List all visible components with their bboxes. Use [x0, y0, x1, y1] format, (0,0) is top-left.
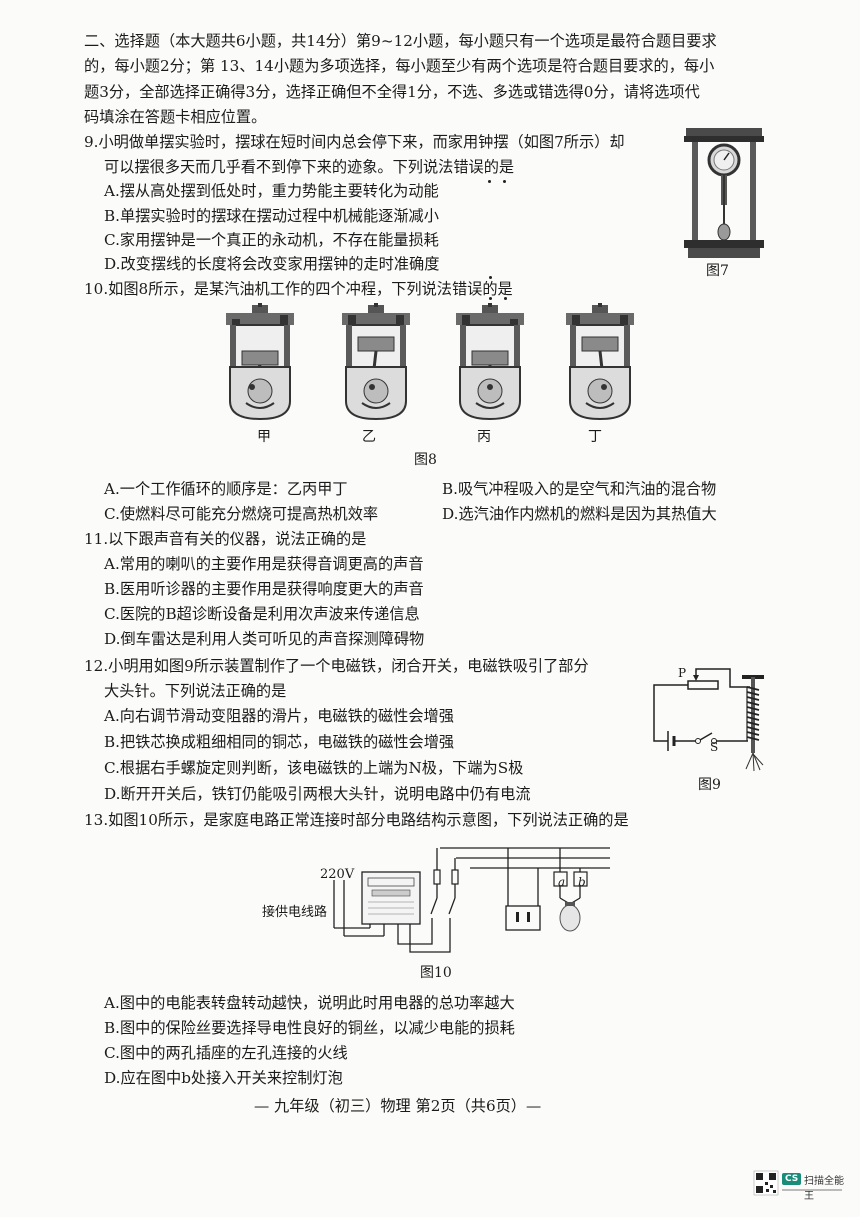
figure-8-caption: 图8	[414, 452, 437, 468]
point-a-label: a	[558, 875, 566, 889]
q11-option-c: C.医院的B超诊断设备是利用次声波来传递信息	[104, 605, 420, 623]
q12-option-d: D.断开开关后，铁钉仍能吸引两根大头针，说明电路中仍有电流	[104, 785, 531, 803]
q13-option-b: B.图中的保险丝要选择导电性良好的铜丝，以减少电能的损耗	[104, 1019, 515, 1037]
voltage-label: 220V	[320, 867, 355, 882]
engine-stroke-diagram	[566, 303, 634, 421]
q10-stem: 10.如图8所示，是某汽油机工作的四个冲程，下列说法错误的是	[84, 280, 513, 298]
section-header-line: 题3分，全部选择正确得3分，选择正确但不全得1分，不选、多选或错选得0分，请将选…	[84, 83, 700, 101]
engine-stroke-diagram	[456, 303, 524, 421]
q10-option-d: D.选汽油作内燃机的燃料是因为其热值大	[442, 505, 717, 523]
q11-stem: 11.以下跟声音有关的仪器，说法正确的是	[84, 530, 367, 548]
pendulum-clock-figure	[684, 128, 764, 258]
emphasis-dot	[489, 276, 492, 279]
q9-stem-line: 可以摆很多天而几乎看不到停下来的迹象。下列说法错误的是	[104, 158, 515, 176]
section-header-line: 二、选择题（本大题共6小题，共14分）第9~12小题，每小题只有一个选项是最符合…	[84, 32, 717, 50]
q10-option-c: C.使燃料尽可能充分燃烧可提高热机效率	[104, 505, 379, 523]
emphasis-dot	[504, 297, 507, 300]
engine-stroke-diagram	[226, 303, 294, 421]
q12-option-b: B.把铁芯换成粗细相同的铜芯，电磁铁的磁性会增强	[104, 733, 455, 751]
stroke-label: 丁	[588, 429, 602, 445]
supply-label: 接供电线路	[262, 905, 328, 920]
emphasis-dot	[489, 297, 492, 300]
household-circuit-figure	[333, 847, 610, 953]
q9-stem-line: 9.小明做单摆实验时，摆球在短时间内总会停下来，而家用钟摆（如图7所示）却	[84, 133, 625, 151]
q13-stem: 13.如图10所示，是家庭电路正常连接时部分电路结构示意图，下列说法正确的是	[84, 811, 629, 829]
q9-option-a: A.摆从高处摆到低处时，重力势能主要转化为动能	[104, 182, 439, 200]
switch-label-s: S	[710, 740, 719, 754]
q9-option-d: D.改变摆线的长度将会改变家用摆钟的走时准确度	[104, 255, 440, 273]
scanner-badge: CS 扫描全能王	[753, 1169, 844, 1203]
scanner-name: 扫描全能王	[804, 1176, 844, 1202]
qr-code-icon	[753, 1170, 779, 1196]
q12-option-a: A.向右调节滑动变阻器的滑片，电磁铁的磁性会增强	[104, 707, 454, 725]
slider-label-p: P	[678, 666, 687, 680]
q13-option-c: C.图中的两孔插座的左孔连接的火线	[104, 1044, 348, 1062]
section-header-line: 的，每小题2分；第 13、14小题为多项选择，每小题至少有两个选项是符合题目要求…	[84, 57, 715, 75]
q13-option-a: A.图中的电能表转盘转动越快，说明此时用电器的总功率越大	[104, 994, 515, 1012]
page-footer: — 九年级（初三）物理 第2页（共6页）—	[254, 1097, 542, 1115]
stroke-label: 丙	[477, 429, 491, 445]
point-b-label: b	[578, 875, 586, 889]
q10-option-b: B.吸气冲程吸入的是空气和汽油的混合物	[442, 480, 717, 498]
electromagnet-circuit-figure	[653, 668, 764, 772]
stroke-label: 乙	[362, 429, 376, 445]
stroke-label: 甲	[257, 429, 271, 445]
q12-stem-line: 12.小明用如图9所示装置制作了一个电磁铁，闭合开关，电磁铁吸引了部分	[84, 657, 589, 675]
engine-stroke-diagram	[342, 303, 410, 421]
q12-stem-line: 大头针。下列说法正确的是	[104, 682, 287, 700]
q9-option-b: B.单摆实验时的摆球在摆动过程中机械能逐渐减小	[104, 207, 439, 225]
q10-option-a: A.一个工作循环的顺序是：乙丙甲丁	[104, 480, 348, 498]
scanner-tagline-bar	[782, 1189, 842, 1191]
q11-option-a: A.常用的喇叭的主要作用是获得音调更高的声音	[104, 555, 424, 573]
q11-option-d: D.倒车雷达是利用人类可听见的声音探测障碍物	[104, 630, 425, 648]
section-header-line: 码填涂在答题卡相应位置。	[84, 108, 267, 126]
q9-option-c: C.家用摆钟是一个真正的永动机，不存在能量损耗	[104, 231, 439, 249]
q11-option-b: B.医用听诊器的主要作用是获得响度更大的声音	[104, 580, 424, 598]
figure-9-caption: 图9	[698, 777, 721, 793]
figure-10-caption: 图10	[420, 965, 452, 981]
scanner-logo: CS	[782, 1173, 802, 1185]
emphasis-dot	[503, 180, 506, 183]
q12-option-c: C.根据右手螺旋定则判断，该电磁铁的上端为N极，下端为S极	[104, 759, 524, 777]
q13-option-d: D.应在图中b处接入开关来控制灯泡	[104, 1069, 343, 1087]
figure-7-caption: 图7	[706, 263, 729, 279]
emphasis-dot	[488, 180, 491, 183]
